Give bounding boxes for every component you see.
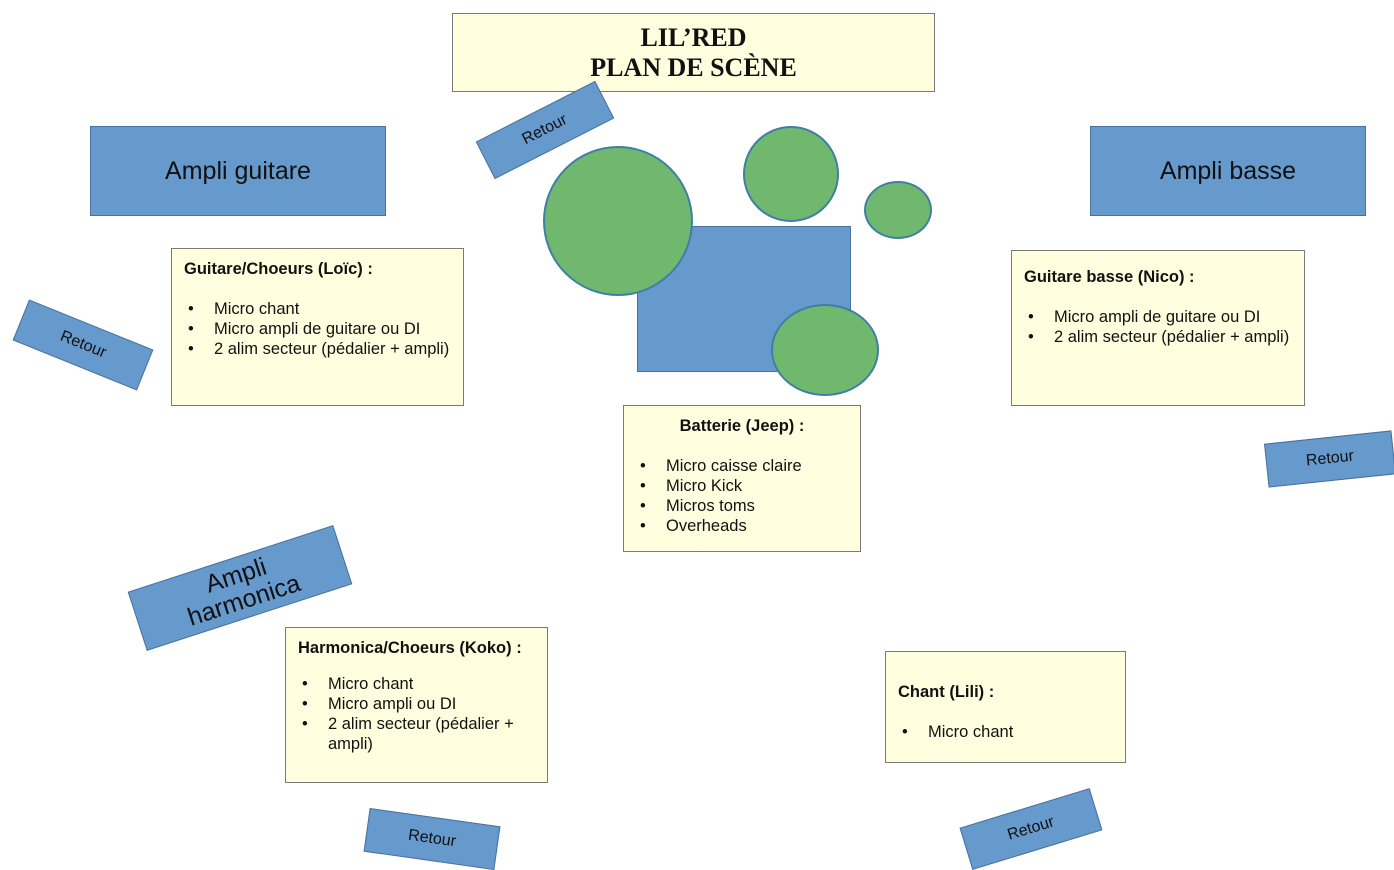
list-item: Micro chant <box>302 674 535 694</box>
musician-heading: Batterie (Jeep) : <box>679 417 805 435</box>
list-item: 2 alim secteur (pédalier + ampli) <box>1028 327 1292 347</box>
list-item: Micro ampli de guitare ou DI <box>188 319 451 339</box>
retour-monitor-left: Retour <box>12 299 154 391</box>
equipment-list: Micro chant Micro ampli de guitare ou DI… <box>184 299 451 359</box>
list-item: Micro chant <box>188 299 451 319</box>
retour-monitor-right: Retour <box>1264 430 1394 488</box>
amp-guitar: Ampli guitare <box>90 126 386 216</box>
musician-heading: Harmonica/Choeurs (Koko) : <box>298 639 522 657</box>
retour-monitor-bottom-right: Retour <box>959 788 1103 870</box>
musician-bass-box: Guitare basse (Nico) : Micro ampli de gu… <box>1011 250 1305 406</box>
equipment-list: Micro ampli de guitare ou DI 2 alim sect… <box>1024 307 1292 347</box>
amp-guitar-label: Ampli guitare <box>165 156 311 185</box>
list-item: Micro chant <box>902 722 1113 742</box>
list-item: 2 alim secteur (pédalier + ampli) <box>188 339 451 359</box>
list-item: Micro Kick <box>640 476 848 496</box>
plan-title: PLAN DE SCÈNE <box>590 53 797 82</box>
equipment-list: Micro caisse claire Micro Kick Micros to… <box>636 456 848 536</box>
list-item: Micros toms <box>640 496 848 516</box>
retour-label: Retour <box>519 111 571 149</box>
drum-small-tom <box>864 181 932 239</box>
equipment-list: Micro chant <box>898 722 1113 742</box>
retour-label: Retour <box>407 826 458 851</box>
musician-heading: Chant (Lili) : <box>898 683 995 701</box>
musician-heading: Guitare/Choeurs (Loïc) : <box>184 260 373 278</box>
musician-harmonica-box: Harmonica/Choeurs (Koko) : Micro chant M… <box>285 627 548 783</box>
equipment-list: Micro chant Micro ampli ou DI 2 alim sec… <box>298 674 535 754</box>
drum-tom <box>743 126 839 222</box>
list-item: Micro ampli ou DI <box>302 694 535 714</box>
amp-bass-label: Ampli basse <box>1159 156 1297 185</box>
list-item: 2 alim secteur (pédalier + ampli) <box>302 714 535 754</box>
retour-monitor-bottom-left: Retour <box>363 808 501 870</box>
band-name: LIL’RED <box>640 23 747 52</box>
list-item: Overheads <box>640 516 848 536</box>
retour-label: Retour <box>1005 813 1057 844</box>
musician-guitar-box: Guitare/Choeurs (Loïc) : Micro chant Mic… <box>171 248 464 406</box>
drum-kick <box>771 304 879 396</box>
musician-drums-box: Batterie (Jeep) : Micro caisse claire Mi… <box>623 405 861 552</box>
retour-label: Retour <box>1305 447 1355 470</box>
musician-vocals-box: Chant (Lili) : Micro chant <box>885 651 1126 763</box>
list-item: Micro caisse claire <box>640 456 848 476</box>
amp-bass: Ampli basse <box>1090 126 1366 216</box>
list-item: Micro ampli de guitare ou DI <box>1028 307 1292 327</box>
drum-floor-tom <box>543 146 693 296</box>
musician-heading: Guitare basse (Nico) : <box>1024 268 1195 286</box>
stage-plan-title: LIL’RED PLAN DE SCÈNE <box>452 13 935 92</box>
retour-label: Retour <box>57 327 109 362</box>
